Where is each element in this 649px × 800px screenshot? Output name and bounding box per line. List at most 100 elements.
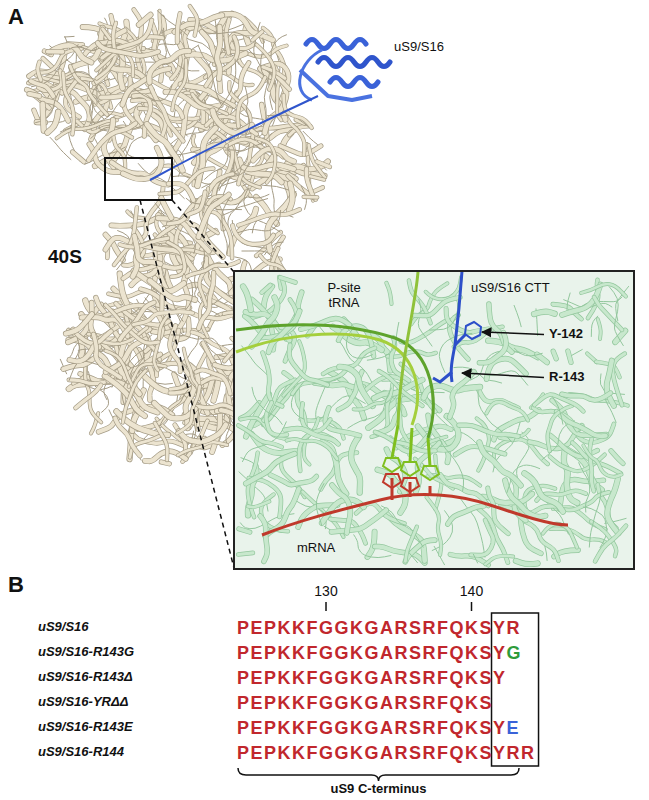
ribbon-coil [553,397,563,424]
ribbon-strand [217,27,220,79]
ribbon-strand [170,326,181,372]
ribbon-edge [122,69,169,105]
ribbon-strand [238,78,265,127]
ribbon-edge [524,521,558,561]
ribbon-coil [473,554,477,563]
tyrosine-ring [465,322,481,339]
sequence-text: PEPKKFGGKGARSRFQKSY [237,668,507,688]
ribbon-edge [170,326,181,372]
ribbon-strand [256,138,275,183]
ribbon-edge [289,345,327,385]
ribbon-edge [226,20,229,54]
ribbon-edge [339,367,372,406]
ribbon-strand [134,312,193,325]
leader-arrow [482,332,544,334]
ribbon-edge [354,384,393,410]
ribbon-coil [348,388,391,428]
sequence-text: PEPKKFGGKGARSRFQKSY [237,718,507,738]
mrna-strand [262,495,568,535]
ribbon-strand [244,164,294,169]
ribbon-edge [598,319,601,339]
ribbon-coil [354,535,391,558]
ribbon-strand [607,361,614,406]
helix [306,40,366,49]
ribbon-strand [43,104,44,131]
ribosome-ribbon [27,6,330,464]
panel-letter: A [8,4,24,29]
ribbon-edge [134,236,160,264]
ribbon-coil [316,484,324,526]
ribbon-strand [446,308,489,332]
sequence-marks [238,602,539,781]
ribbon-strand [196,370,230,394]
ribbon-coil [134,85,172,101]
ribbon-coil [67,72,97,105]
ribbon-strand [315,188,323,192]
ribbon-strand [557,412,606,437]
ribbon-edge [103,29,111,39]
ribbon-strand [103,29,111,39]
ribbon-edge [524,473,563,511]
mutant-name: uS9/S16-R144 [38,745,124,760]
ribbon-edge [322,499,364,522]
sequence-row: PEPKKFGGKGARSRFQKSYR [237,617,521,639]
base-ring [421,466,439,480]
ribbon-edge [134,312,193,325]
ribbon-edge [270,475,316,485]
ribbon-edge [63,73,74,134]
zoom-line [172,200,234,272]
ribbon-strand [524,521,558,561]
ribbon-edge [260,516,267,561]
sequence-text: G [507,643,523,663]
base-ring [383,474,401,488]
leader-arrow [462,373,544,377]
ribbon-edge [239,529,250,532]
ribbon-strand [289,184,292,211]
ribbon-edge [285,428,339,444]
ribbon-strand [199,195,229,237]
ribbon-strand [386,283,391,304]
ribbon-coil [216,162,249,195]
ribbon-edge [568,351,571,362]
ribbon-strand [115,418,140,455]
ctt-label: uS9/S16 CTT [470,281,551,296]
ribbon-edge [38,62,41,80]
zoom-box [105,158,172,200]
ribbon-strand [322,499,364,522]
ribbon-coil [222,198,230,254]
ribbon-edge [190,6,198,35]
ribbon-strand [63,73,74,134]
ribbon-coil [571,350,582,356]
ribbon-coil [87,100,122,122]
ribbon-strand [289,345,327,385]
ribbon-edge [98,43,159,56]
ribbon-edge [76,385,101,408]
ribbon-edge [150,281,195,300]
ribbon-edge [427,497,442,555]
ribbon-coil [198,46,221,104]
panel-letter: B [8,572,24,597]
helix [318,58,390,67]
protein-label: uS9/S16 [393,40,445,55]
ribbon-edge [155,423,167,460]
ribbon-strand [537,355,547,363]
ribbon-edge [262,285,270,292]
ribbon-strand [280,278,295,283]
ribbon-edge [147,124,183,170]
ribbon-strand [177,386,200,433]
inset-panel [234,271,634,569]
ribbon-edge [43,104,44,131]
ribbon-coil [514,305,521,326]
ribbon-edge [459,425,518,436]
ribbon-edge [192,332,235,367]
ribbon-edge [477,387,518,408]
ribbon-strand [190,6,198,35]
ribbon-strand [304,195,318,198]
ribbon-edge [289,184,292,211]
ribbon-strand [161,462,169,464]
ribbon-coil [485,371,528,385]
ribbon-strand [568,351,571,362]
sequence-row: PEPKKFGGKGARSRFQKS [237,692,493,714]
mrna-label: mRNA [296,541,336,556]
ribbon-edge [595,526,626,562]
